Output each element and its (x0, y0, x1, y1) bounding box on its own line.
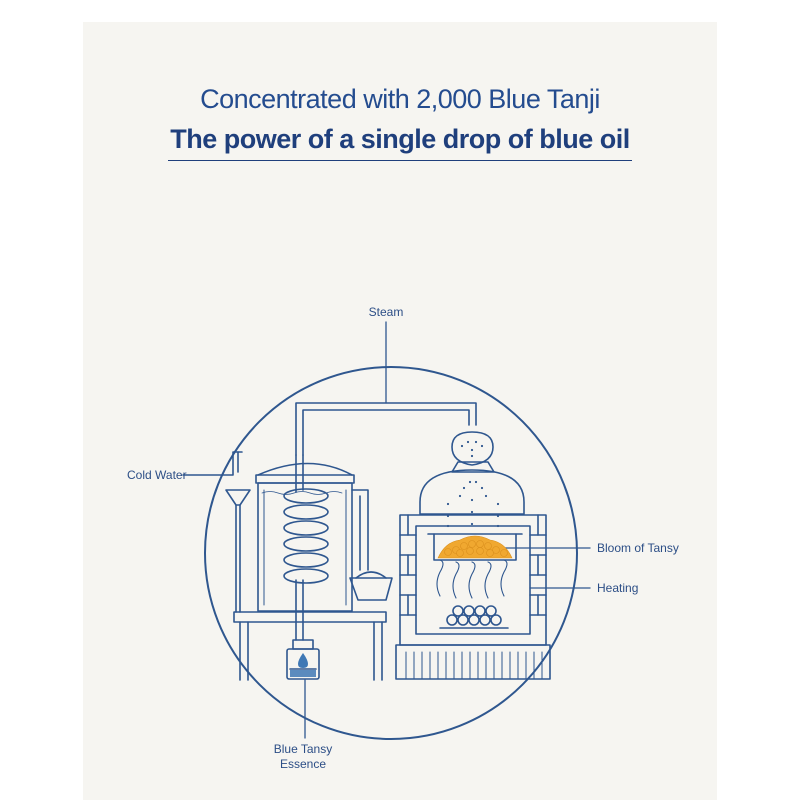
outflow-pipe (349, 489, 393, 601)
label-bloom: Bloom of Tansy (597, 541, 679, 555)
label-essence-line2: Essence (280, 757, 326, 771)
condenser-table (233, 611, 387, 681)
background-panel (83, 22, 717, 800)
steam-pipe (295, 402, 477, 456)
cold-water-inlet (182, 451, 251, 613)
coal-pile (439, 605, 509, 629)
label-heating: Heating (597, 581, 638, 595)
label-leader-lines (304, 321, 591, 739)
tansy-pot (427, 533, 523, 561)
still-dome (419, 431, 525, 515)
furnace (395, 514, 551, 680)
condenser-coil (283, 454, 329, 641)
condenser-tank (255, 462, 355, 612)
diagram-circle-frame (204, 366, 578, 740)
steam-dots (446, 440, 500, 528)
label-steam: Steam (369, 305, 404, 319)
essence-bottle (286, 639, 320, 680)
label-essence-line1: Blue Tansy (274, 742, 332, 756)
headline-title-wrap: The power of a single drop of blue oil (0, 124, 800, 161)
heat-waves (436, 559, 508, 599)
label-cold-water: Cold Water (127, 468, 187, 482)
headline-title: The power of a single drop of blue oil (168, 124, 632, 161)
tansy-blooms (437, 535, 513, 559)
essence-liquid (290, 670, 316, 677)
headline-subtitle: Concentrated with 2,000 Blue Tanji (200, 84, 600, 114)
essence-drop (298, 653, 308, 668)
